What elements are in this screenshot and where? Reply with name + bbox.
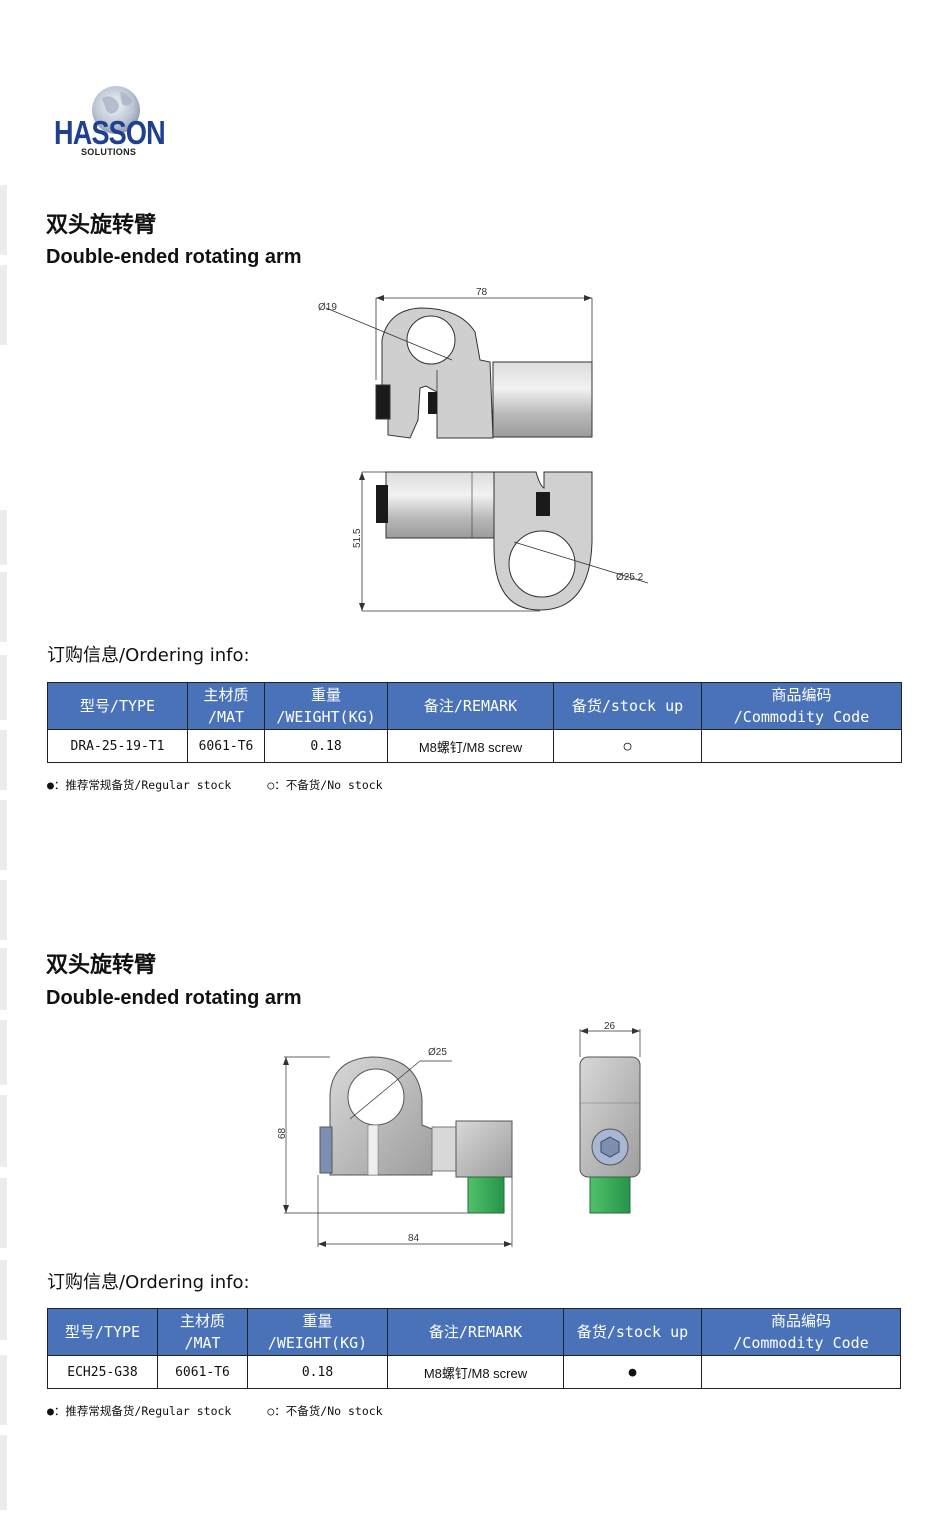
header-remark: 备注/REMARK: [387, 1308, 564, 1356]
cell-material: 6061-T6: [157, 1355, 248, 1389]
globe-icon: [92, 86, 140, 134]
section-2-order-table: 型号/TYPE 主材质/MAT 重量/WEIGHT(KG) 备注/REMARK …: [47, 1308, 901, 1389]
section-2-title-cn: 双头旋转臂: [46, 953, 157, 978]
section-1-order-table: 型号/TYPE 主材质/MAT 重量/WEIGHT(KG) 备注/REMARK …: [47, 682, 902, 763]
table-header-row: 型号/TYPE 主材质/MAT 重量/WEIGHT(KG) 备注/REMARK …: [47, 1308, 901, 1356]
section-1-title-en: Double-ended rotating arm: [46, 246, 302, 268]
section-2-ordering-title: 订购信息/Ordering info:: [47, 1272, 250, 1293]
cell-weight: 0.18: [247, 1355, 388, 1389]
dim-26: 26: [604, 1021, 616, 1032]
header-material: 主材质/MAT: [187, 682, 265, 730]
dim-diameter-25-2: Ø25.2: [616, 572, 644, 583]
cell-stock: ●: [563, 1355, 702, 1389]
legend-no-stock: ○：不备货/No stock: [267, 778, 383, 792]
header-material: 主材质/MAT: [157, 1308, 248, 1356]
header-type: 型号/TYPE: [47, 1308, 158, 1356]
section-2-technical-drawing: 68 Ø25 84 26: [277, 1021, 641, 1247]
legend-no-stock: ○：不备货/No stock: [267, 1404, 383, 1418]
cell-stock: ○: [553, 729, 702, 763]
section-1-title-cn: 双头旋转臂: [46, 213, 157, 238]
table-row: ECH25-G38 6061-T6 0.18 M8螺钉/M8 screw ●: [47, 1355, 901, 1389]
company-logo: HASSON SOLUTIONS: [50, 84, 190, 164]
header-weight: 重量/WEIGHT(KG): [247, 1308, 388, 1356]
section-2-title-en: Double-ended rotating arm: [46, 987, 302, 1009]
table-header-row: 型号/TYPE 主材质/MAT 重量/WEIGHT(KG) 备注/REMARK …: [47, 682, 902, 730]
dim-51-5: 51.5: [352, 528, 363, 548]
header-type: 型号/TYPE: [47, 682, 188, 730]
cell-remark: M8螺钉/M8 screw: [387, 1355, 564, 1389]
section-1-technical-drawing: 78 Ø19 51.5 Ø25.2: [318, 287, 649, 612]
dim-84: 84: [408, 1233, 420, 1244]
brand-name: HASSON: [54, 114, 166, 151]
header-commodity-code: 商品编码/Commodity Code: [701, 1308, 901, 1356]
section-2-stock-legend: ●：推荐常规备货/Regular stock ○：不备货/No stock: [47, 1403, 383, 1419]
legend-regular-stock: ●：推荐常规备货/Regular stock: [47, 778, 232, 792]
cell-commodity-code: [701, 729, 902, 763]
dim-diameter-25: Ø25: [428, 1047, 447, 1058]
legend-regular-stock: ●：推荐常规备货/Regular stock: [47, 1404, 232, 1418]
cell-weight: 0.18: [264, 729, 388, 763]
cell-remark: M8螺钉/M8 screw: [387, 729, 554, 763]
header-remark: 备注/REMARK: [387, 682, 554, 730]
cell-type: ECH25-G38: [47, 1355, 158, 1389]
header-commodity-code: 商品编码/Commodity Code: [701, 682, 902, 730]
cell-type: DRA-25-19-T1: [47, 729, 188, 763]
section-1-stock-legend: ●：推荐常规备货/Regular stock ○：不备货/No stock: [47, 777, 383, 793]
header-weight: 重量/WEIGHT(KG): [264, 682, 388, 730]
section-1-ordering-title: 订购信息/Ordering info:: [47, 645, 250, 666]
cell-commodity-code: [701, 1355, 901, 1389]
dim-68: 68: [277, 1127, 288, 1139]
dim-diameter-19: Ø19: [318, 302, 337, 313]
cell-material: 6061-T6: [187, 729, 265, 763]
header-stock: 备货/stock up: [553, 682, 702, 730]
brand-subtitle: SOLUTIONS: [81, 147, 137, 157]
dim-78: 78: [476, 287, 488, 298]
header-stock: 备货/stock up: [563, 1308, 702, 1356]
table-row: DRA-25-19-T1 6061-T6 0.18 M8螺钉/M8 screw …: [47, 729, 902, 763]
page-edge-marks: [0, 0, 7, 1538]
